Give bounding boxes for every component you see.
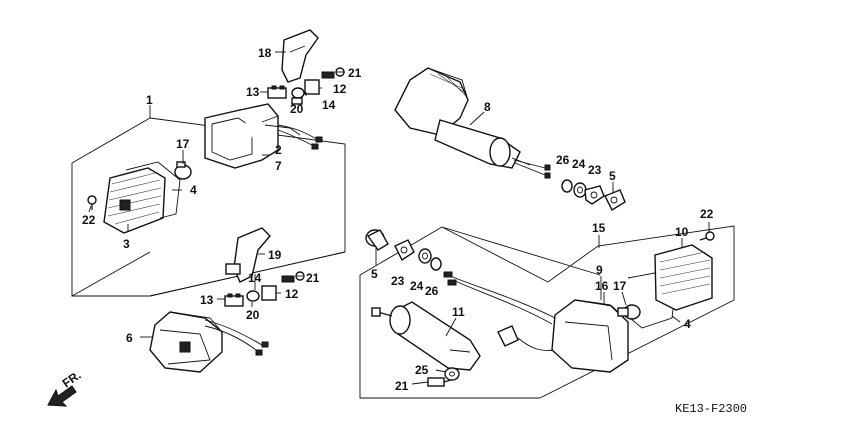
callout-3: 3 [123,237,130,251]
callout-17b: 17 [613,279,627,293]
signal-rear-left [149,311,269,373]
callout-7: 7 [275,159,282,173]
callout-6: 6 [126,331,133,345]
callout-21c: 21 [395,379,409,393]
callout-14a: 14 [322,98,336,112]
signal-front-right [394,67,551,179]
callout-21a: 21 [348,66,362,80]
callout-22b: 22 [700,207,714,221]
callout-11: 11 [452,305,465,319]
callout-4b: 4 [684,317,691,331]
callout-26a: 26 [556,153,570,167]
forward-arrow-icon [47,385,77,407]
callout-20b: 20 [246,308,260,322]
callout-9: 9 [596,263,603,277]
gasket-front-left [125,161,181,219]
hardware-rear-right [365,229,442,271]
callout-10: 10 [675,225,689,239]
bulb-rear-right [617,304,641,320]
callout-8: 8 [484,100,491,114]
diagram-code: KE13-F2300 [675,402,747,416]
leader-lines [88,51,710,385]
bolt-washer-rear-right [427,367,460,387]
hardware-front-right [561,179,626,211]
callout-5b: 5 [371,267,378,281]
wires-front-left [277,124,323,150]
callout-18: 18 [258,46,272,60]
callout-19: 19 [268,248,282,262]
callout-14b: 14 [248,271,262,285]
callout-2: 2 [275,143,282,157]
callout-23a: 23 [588,163,602,177]
callout-1: 1 [146,93,153,107]
callout-labels: 1 2 7 3 4 17 22 18 13 20 14 12 21 8 26 2… [82,46,714,393]
bulb-front-left [174,161,192,180]
housing-rear-right [551,299,629,373]
callout-21b: 21 [306,271,320,285]
small-parts-top [267,67,345,105]
lens-rear-right [654,244,713,311]
callout-5a: 5 [609,169,616,183]
callout-24a: 24 [572,157,586,171]
arm-rear-right [371,301,481,371]
callout-16: 16 [595,279,609,293]
callout-26b: 26 [425,284,439,298]
bracket-18 [281,29,319,83]
screw-22-front [87,195,97,210]
direction-label: FR. [60,368,84,391]
direction-arrow: FR. [47,368,84,407]
callout-12a: 12 [333,82,347,96]
callout-23b: 23 [391,274,405,288]
callout-4a: 4 [190,183,197,197]
callout-20a: 20 [290,102,304,116]
callout-13b: 13 [200,293,214,307]
callout-12b: 12 [285,287,299,301]
callout-25: 25 [415,363,429,377]
callout-13a: 13 [246,85,260,99]
lens-front-left [103,167,166,234]
callout-15: 15 [592,221,606,235]
callout-24b: 24 [410,279,424,293]
bracket-19 [225,227,271,283]
callout-17a: 17 [176,137,190,151]
callout-22a: 22 [82,213,96,227]
screw-22-rear [699,231,715,241]
